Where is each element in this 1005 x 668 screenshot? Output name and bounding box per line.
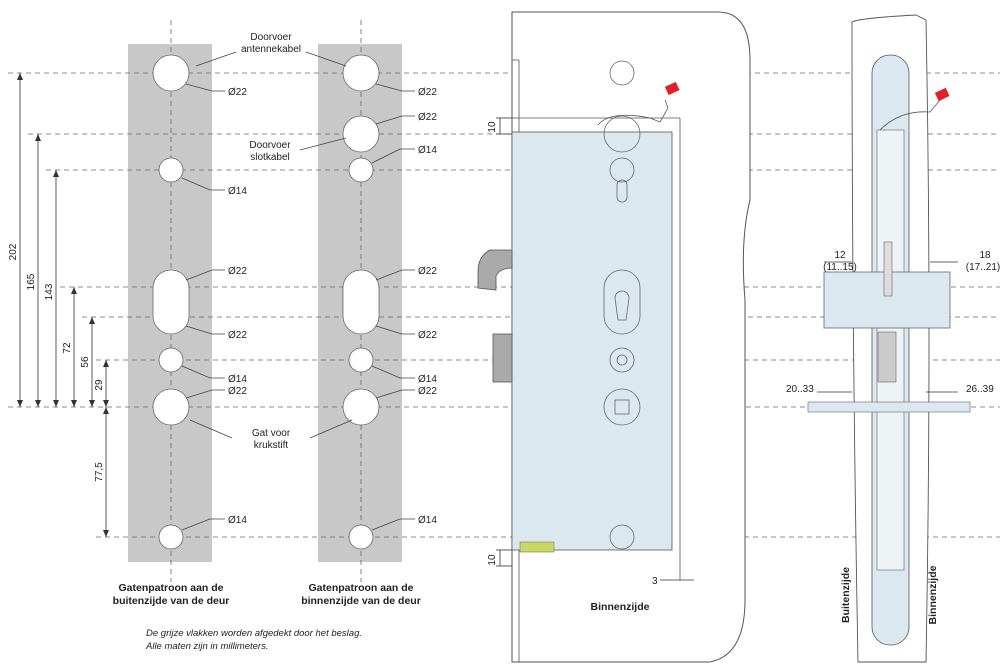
label-doorvoer-antenne-2: antennekabel <box>241 44 301 55</box>
side-cable <box>879 99 941 131</box>
latch <box>477 249 513 291</box>
label-outer-d22-d: Ø22 <box>228 386 247 397</box>
thumbturn <box>877 331 897 383</box>
hole-d14-mid <box>348 347 374 373</box>
hole-d14-top <box>158 157 184 183</box>
hole-d22-handle <box>152 388 190 426</box>
dim-12-range: (11..15) <box>823 262 857 273</box>
label-inner-d22-b: Ø22 <box>418 112 437 123</box>
hole-oblong <box>152 269 190 335</box>
note-2: Alle maten zijn in millimeters. <box>145 641 268 652</box>
label-doorvoer-slot-1: Doorvoer <box>249 140 291 151</box>
hole-d22-lock-cable <box>342 115 380 153</box>
label-outer-d14-b: Ø14 <box>228 374 247 385</box>
label-inner-d22-c: Ø22 <box>418 266 437 277</box>
hole-d14-bottom <box>348 524 374 550</box>
dim-56: 56 <box>80 356 91 368</box>
dim-29: 29 <box>94 379 105 391</box>
dim-10-top: 10 <box>487 121 498 133</box>
hole-oblong <box>342 269 380 335</box>
label-outer-d22-c: Ø22 <box>228 330 247 341</box>
outer-holes <box>152 54 190 550</box>
caption-inner-1: Gatenpatroon aan de <box>308 582 413 594</box>
dim-3: 3 <box>652 576 658 587</box>
dim-18-range: (17..21) <box>966 262 1000 273</box>
label-inner-d22-d: Ø22 <box>418 330 437 341</box>
hole-d22-antenna <box>152 54 190 92</box>
caption-outer-2: buitenzijde van de deur <box>113 595 230 607</box>
dim-26-39: 26..39 <box>966 384 994 395</box>
vertical-dimensions <box>19 73 107 537</box>
battery-module <box>519 541 555 553</box>
caption-binnenzijde: Binnenzijde <box>591 601 650 613</box>
label-doorvoer-slot-2: slotkabel <box>250 152 289 163</box>
handle-spindle <box>807 401 971 413</box>
dim-12: 12 <box>834 250 846 261</box>
hole-d14-bottom <box>158 524 184 550</box>
label-inner-d14-c: Ø14 <box>418 515 437 526</box>
label-inner-d22-e: Ø22 <box>418 386 437 397</box>
caption-side-outer: Buitenzijde <box>840 567 852 623</box>
label-gat-kruk-2: krukstift <box>254 440 289 451</box>
label-inner-d22-a: Ø22 <box>418 87 437 98</box>
label-inner-d14-b: Ø14 <box>418 374 437 385</box>
dim-18: 18 <box>979 250 991 261</box>
dim-72: 72 <box>62 342 73 354</box>
label-outer-d22-b: Ø22 <box>228 266 247 277</box>
dim-20-33: 20..33 <box>786 384 814 395</box>
hole-d14-mid <box>158 347 184 373</box>
label-inner-d14-a: Ø14 <box>418 145 437 156</box>
door-holes <box>603 60 641 550</box>
hole-d22-handle <box>342 388 380 426</box>
dim-143: 143 <box>44 283 55 300</box>
deadbolt <box>492 333 513 383</box>
dim-202: 202 <box>8 243 19 260</box>
label-outer-d14-a: Ø14 <box>228 186 247 197</box>
caption-outer-1: Gatenpatroon aan de <box>118 582 223 594</box>
cable-connector-door <box>664 81 680 96</box>
label-gat-kruk-1: Gat voor <box>252 428 291 439</box>
note-1: De grijze vlakken worden afgedekt door h… <box>146 628 362 639</box>
caption-side-inner: Binnenzijde <box>927 565 939 624</box>
lock-case <box>511 131 673 551</box>
label-outer-d22-a: Ø22 <box>228 87 247 98</box>
caption-inner-2: binnenzijde van de deur <box>301 595 421 607</box>
label-outer-d14-c: Ø14 <box>228 515 247 526</box>
dim-77-5: 77,5 <box>94 462 105 482</box>
cam <box>883 241 893 297</box>
dim-165: 165 <box>26 273 37 290</box>
lock-cable <box>597 99 669 126</box>
hole-d22-antenna <box>342 54 380 92</box>
cable-connector-side <box>934 87 950 102</box>
inner-holes <box>342 54 380 550</box>
dim-10-bottom: 10 <box>487 554 498 566</box>
hole-d14-top <box>348 157 374 183</box>
label-doorvoer-antenne-1: Doorvoer <box>250 32 292 43</box>
